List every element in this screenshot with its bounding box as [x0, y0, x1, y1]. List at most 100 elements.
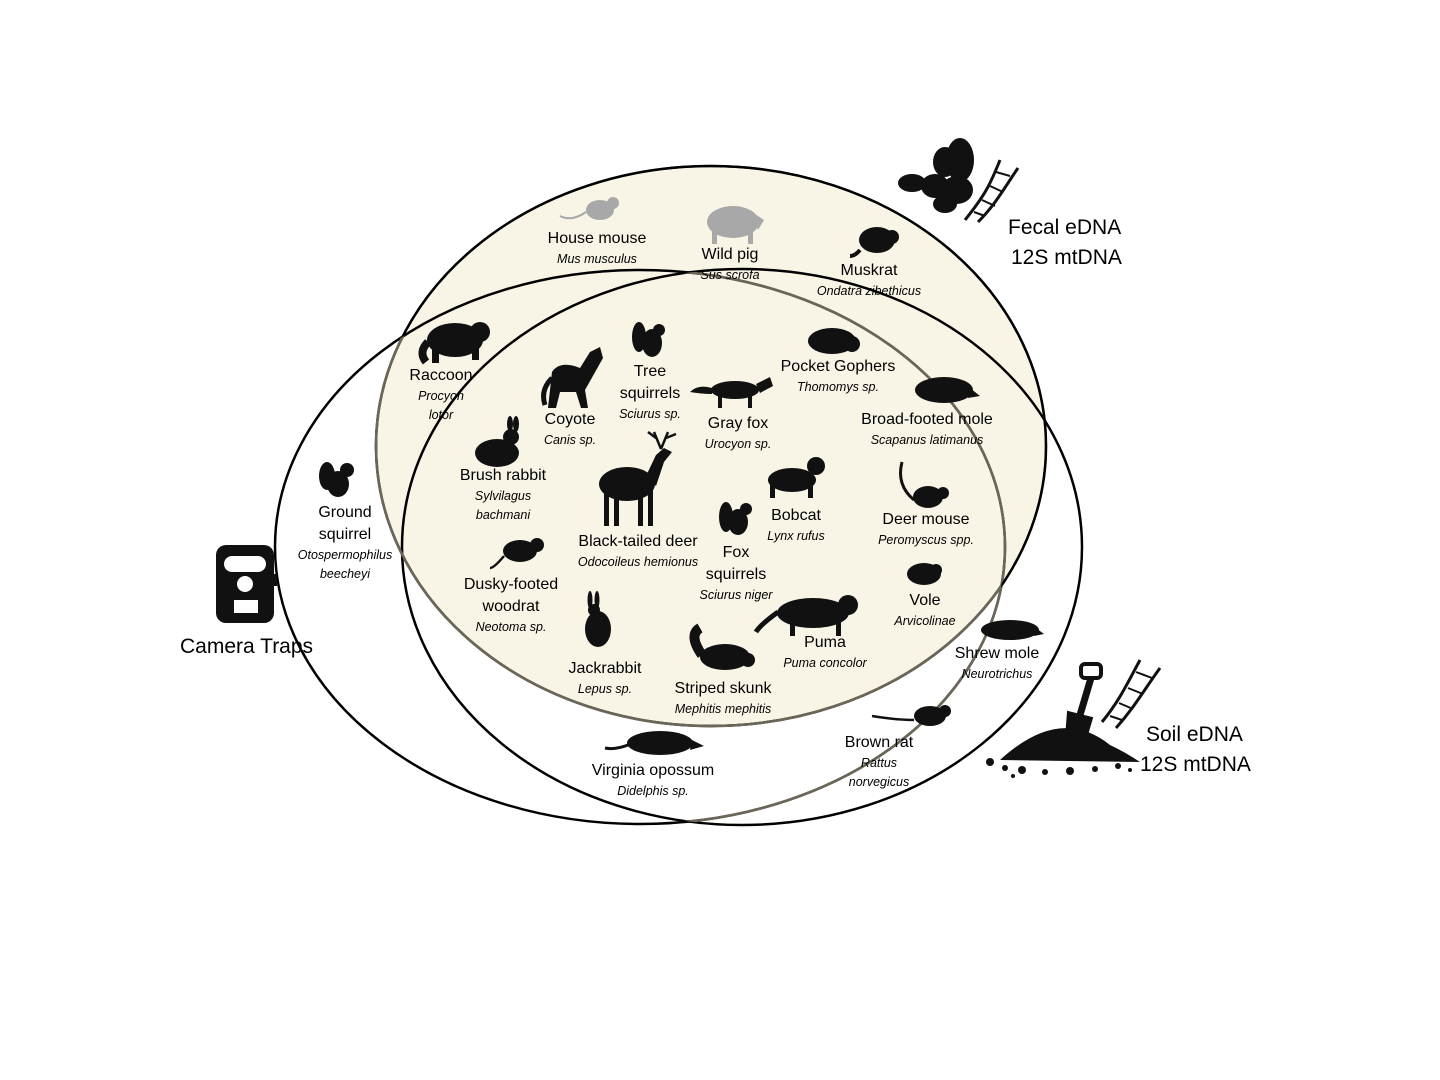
vole-label: Vole Arvicolinae	[885, 590, 965, 631]
scientific-name-species: beecheyi	[319, 567, 371, 581]
scientific-name-species: lotor	[428, 408, 454, 422]
pocket-gophers-label: Pocket Gophers Thomomys sp.	[768, 356, 908, 397]
puma-icon	[753, 595, 858, 636]
fox-squirrels-label: Fox squirrels Sciurus niger	[686, 542, 786, 605]
muskrat-icon	[849, 227, 899, 258]
scientific-name-genus: Otospermophilus	[297, 548, 393, 562]
scientific-name: Lepus sp.	[577, 682, 633, 696]
common-name: Brush rabbit	[459, 467, 547, 484]
brush-rabbit-icon	[475, 416, 519, 467]
virginia-opossum-icon	[604, 731, 704, 755]
common-name: Coyote	[544, 411, 596, 428]
common-name: Puma	[804, 634, 846, 651]
common-name-line2: squirrels	[705, 566, 767, 583]
common-name: Broad-footed mole	[861, 411, 993, 428]
fecal-edna-label: Fecal eDNA 12S mtDNA	[1008, 213, 1122, 273]
bobcat-icon	[768, 457, 825, 498]
common-name-line1: Tree	[633, 363, 667, 380]
scientific-name: Mephitis mephitis	[674, 702, 772, 716]
common-name: Muskrat	[840, 262, 898, 279]
deer-mouse-icon	[899, 461, 949, 508]
soil-dna-icon	[1100, 659, 1162, 730]
scientific-name: Neurotrichus	[961, 667, 1033, 681]
common-name-line1: Fox	[722, 544, 750, 561]
scientific-name: Scapanus latimanus	[870, 433, 984, 447]
scientific-name-species: norvegicus	[848, 775, 910, 789]
common-name: Striped skunk	[674, 680, 772, 697]
scientific-name: Ondatra zibethicus	[816, 284, 922, 298]
tree-squirrel-icon	[632, 322, 665, 357]
common-name: Raccoon	[409, 367, 473, 384]
common-name-line1: Dusky-footed	[463, 576, 559, 593]
common-name-line2: squirrels	[619, 385, 681, 402]
raccoon-label: Raccoon Procyon lotor	[391, 365, 491, 425]
house-mouse-label: House mouse Mus musculus	[537, 228, 657, 269]
fecal-edna-line2: 12S mtDNA	[1011, 246, 1122, 269]
raccoon-icon	[418, 322, 490, 365]
camera-trap-icon	[216, 545, 277, 623]
bobcat-label: Bobcat Lynx rufus	[756, 505, 836, 546]
common-name: Vole	[909, 592, 941, 609]
fox-squirrel-icon	[719, 502, 752, 535]
coyote-icon	[541, 347, 603, 408]
vole-icon	[907, 563, 942, 585]
soil-edna-circle	[400, 267, 1084, 827]
common-name: House mouse	[547, 230, 647, 247]
gray-fox-label: Gray fox Urocyon sp.	[688, 413, 788, 454]
scientific-name: Arvicolinae	[894, 614, 956, 628]
scientific-name-genus: Sylvilagus	[474, 489, 532, 503]
scientific-name: Puma concolor	[783, 656, 867, 670]
scientific-name-genus: Rattus	[860, 756, 898, 770]
common-name: Black-tailed deer	[578, 533, 698, 550]
virginia-opossum-label: Virginia opossum Didelphis sp.	[578, 760, 728, 801]
common-name: Wild pig	[701, 246, 759, 263]
scientific-name: Didelphis sp.	[617, 784, 689, 798]
puma-label: Puma Puma concolor	[775, 632, 875, 673]
shrew-mole-label: Shrew mole Neurotrichus	[947, 643, 1047, 684]
tree-squirrels-label: Tree squirrels Sciurus sp.	[600, 361, 700, 424]
scientific-name: Odocoileus hemionus	[577, 555, 699, 569]
jackrabbit-label: Jackrabbit Lepus sp.	[555, 658, 655, 699]
wild-pig-icon	[707, 206, 764, 244]
common-name-line2: squirrel	[318, 526, 372, 543]
pocket-gopher-icon	[808, 328, 860, 354]
scientific-name: Sus scrofa	[700, 268, 760, 282]
common-name: Virginia opossum	[591, 762, 715, 779]
house-mouse-icon	[559, 197, 619, 220]
striped-skunk-label: Striped skunk Mephitis mephitis	[661, 678, 785, 719]
feces-icon	[898, 138, 974, 213]
soil-edna-label: Soil eDNA 12S mtDNA	[1140, 720, 1251, 780]
common-name-line1: Ground	[318, 504, 372, 521]
soil-mound-icon	[986, 728, 1140, 778]
scientific-name: Canis sp.	[543, 433, 597, 447]
scientific-name: Urocyon sp.	[704, 437, 772, 451]
dusky-footed-woodrat-icon	[489, 538, 544, 570]
ground-squirrel-icon	[319, 462, 354, 497]
common-name: Bobcat	[771, 507, 821, 524]
scientific-name-genus: Procyon	[418, 389, 464, 403]
black-tailed-deer-icon	[599, 431, 677, 526]
brown-rat-label: Brown rat Rattus norvegicus	[830, 732, 928, 792]
common-name: Jackrabbit	[568, 660, 642, 677]
scientific-name: Peromyscus spp.	[878, 533, 974, 547]
scientific-name: Neotoma sp.	[475, 620, 547, 634]
common-name: Pocket Gophers	[780, 358, 896, 375]
common-name: Deer mouse	[882, 511, 970, 528]
fecal-edna-line1: Fecal eDNA	[1008, 216, 1122, 239]
black-tailed-deer-label: Black-tailed deer Odocoileus hemionus	[563, 531, 713, 572]
broad-footed-mole-label: Broad-footed mole Scapanus latimanus	[847, 409, 1007, 450]
shovel-icon	[1064, 662, 1103, 747]
common-name-line2: woodrat	[482, 598, 540, 615]
dna-icon	[963, 159, 1020, 224]
scientific-name: Thomomys sp.	[797, 380, 879, 394]
scientific-name: Mus musculus	[557, 252, 637, 266]
scientific-name-species: bachmani	[475, 508, 531, 522]
muskrat-label: Muskrat Ondatra zibethicus	[799, 260, 939, 301]
soil-edna-line1: Soil eDNA	[1146, 723, 1243, 746]
common-name: Brown rat	[844, 734, 914, 751]
common-name: Gray fox	[707, 415, 769, 432]
scientific-name: Lynx rufus	[767, 529, 825, 543]
camera-traps-label: Camera Traps	[180, 635, 314, 658]
